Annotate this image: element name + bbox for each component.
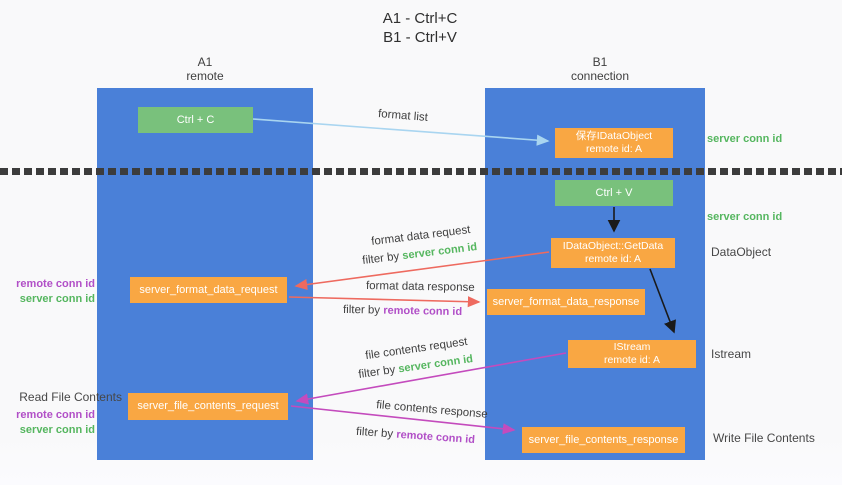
node-istream-line1: IStream — [613, 341, 651, 353]
right-write-file-contents-label: Write File Contents — [713, 431, 815, 445]
right-dataobject-label: DataObject — [711, 245, 772, 259]
node-server-format-data-response: server_format_data_response — [487, 289, 645, 315]
label-file-contents-response: file contents response — [375, 399, 489, 421]
filter-by-text: filter by — [355, 425, 397, 441]
node-server-format-data-request: server_format_data_request — [130, 277, 287, 303]
session-separator-line — [0, 168, 842, 175]
server-conn-id-text: server conn id — [401, 241, 478, 263]
lane-a1-title: A1 — [197, 55, 213, 69]
lane-b1-title: B1 — [592, 55, 608, 69]
title-line-2: B1 - Ctrl+V — [383, 29, 457, 46]
lane-a1-header: A1 remote — [150, 55, 260, 83]
node-server-file-contents-request: server_file_contents_request — [128, 393, 288, 420]
node-server-file-contents-request-label: server_file_contents_request — [137, 400, 279, 412]
label-filter-by-remote-conn-id-1: filter by remote conn id — [343, 304, 462, 318]
server-conn-id-text: server conn id — [397, 353, 474, 376]
left-remote-conn-id-1: remote conn id — [16, 278, 95, 290]
label-filter-by-remote-conn-id-2: filter by remote conn id — [356, 426, 476, 446]
node-istream: IStream remote id: A — [568, 340, 696, 368]
node-save-dataobject-line2: remote id: A — [585, 143, 643, 155]
node-ctrl-c-label: Ctrl + C — [176, 113, 215, 126]
node-save-dataobject: 保存IDataObject remote id: A — [555, 128, 673, 158]
node-server-format-data-response-label: server_format_data_response — [492, 295, 640, 308]
left-conn-ids-format: remote conn id server conn id — [10, 277, 95, 307]
label-format-data-response: format data response — [365, 280, 475, 294]
node-ctrl-c: Ctrl + C — [138, 107, 253, 133]
right-server-conn-id-1: server conn id — [707, 133, 783, 145]
node-ctrl-v-label: Ctrl + V — [595, 186, 633, 199]
lane-b1-header: B1 connection — [540, 55, 660, 83]
filter-by-text: filter by — [361, 250, 404, 267]
node-getdata-line2: remote id: A — [584, 253, 642, 265]
lane-b1-subtitle: connection — [570, 69, 630, 83]
left-server-conn-id-2: server conn id — [19, 424, 95, 436]
left-server-conn-id-1: server conn id — [19, 293, 95, 305]
title-line-1: A1 - Ctrl+C — [382, 10, 458, 27]
node-getdata-line1: IDataObject::GetData — [562, 240, 664, 252]
node-getdata: IDataObject::GetData remote id: A — [551, 238, 675, 268]
right-istream-label: Istream — [711, 347, 752, 361]
node-server-format-data-request-label: server_format_data_request — [139, 283, 278, 296]
node-ctrl-v: Ctrl + V — [555, 180, 673, 206]
node-istream-line2: remote id: A — [603, 354, 661, 366]
remote-conn-id-text: remote conn id — [395, 428, 476, 447]
right-server-conn-id-2: server conn id — [707, 211, 783, 223]
lane-a1-subtitle: remote — [186, 69, 224, 83]
filter-by-text: filter by — [357, 363, 400, 381]
left-conn-ids-file: remote conn id server conn id — [10, 408, 95, 438]
remote-conn-id-text: remote conn id — [383, 304, 463, 319]
node-server-file-contents-response: server_file_contents_response — [522, 427, 685, 453]
left-remote-conn-id-2: remote conn id — [16, 409, 95, 421]
arrow-format-data-response — [288, 296, 481, 308]
left-read-file-contents-label: Read File Contents — [19, 390, 122, 404]
filter-by-text: filter by — [342, 303, 384, 317]
node-server-file-contents-response-label: server_file_contents_response — [528, 433, 679, 446]
diagram-title: A1 - Ctrl+C B1 - Ctrl+V — [300, 9, 540, 47]
node-save-dataobject-line1: 保存IDataObject — [575, 130, 653, 142]
label-format-list: format list — [377, 108, 429, 124]
